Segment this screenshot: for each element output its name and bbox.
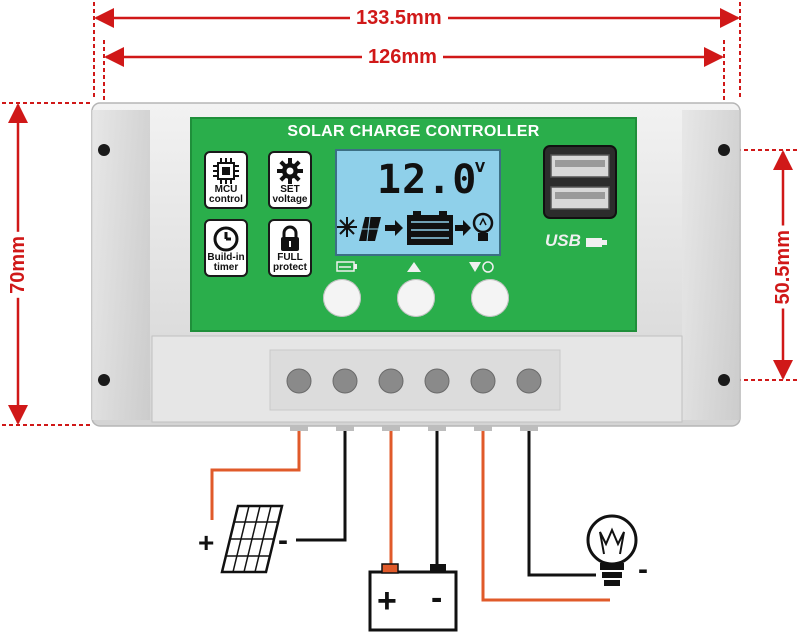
pv-minus-sign: - (278, 524, 288, 557)
battery-mode-icon (336, 261, 357, 272)
lcd-screen: 12.0 V (335, 149, 501, 256)
feature-label: Build-in (207, 252, 245, 263)
feature-label: SET (280, 184, 300, 195)
menu-button[interactable] (323, 279, 361, 317)
up-triangle-icon (407, 262, 421, 272)
feature-build-in-timer: Build-in timer (204, 219, 248, 277)
arrow-icon (385, 220, 403, 236)
feature-full-protect: FULL protect (268, 219, 312, 277)
clock-icon (213, 226, 239, 252)
load-positive-wire (481, 431, 610, 602)
battery-icon (368, 563, 458, 632)
terminal-screws (286, 368, 542, 394)
panel-title: SOLAR CHARGE CONTROLLER (287, 123, 540, 140)
usb-ports (543, 145, 617, 219)
chip-icon (213, 158, 239, 184)
feature-label: control (209, 194, 243, 205)
sun-icon (337, 217, 357, 237)
feature-mcu-control: MCU control (204, 151, 248, 209)
terminal-load-plus (470, 368, 496, 394)
feature-label: MCU (214, 184, 238, 195)
gear-icon (277, 158, 303, 184)
feature-label: protect (273, 262, 307, 273)
arrow-icon (455, 220, 471, 236)
battery-plus-sign: + (377, 582, 397, 620)
bulb-icon (472, 212, 494, 241)
lock-icon (281, 225, 299, 251)
feature-set-voltage: SET voltage (268, 151, 312, 209)
load-negative-wire (527, 431, 596, 577)
feature-label: FULL (277, 252, 303, 263)
feature-label: voltage (272, 194, 308, 205)
charge-flow-icons (337, 211, 494, 245)
battery-minus-sign: - (431, 579, 443, 617)
pv-plus-sign: + (198, 527, 215, 558)
pv-negative-wire (296, 431, 347, 542)
battery-icon (407, 211, 453, 245)
load-minus-sign: - (638, 553, 648, 586)
voltage-unit: V (475, 161, 486, 176)
outer-width-label: 133.5mm (350, 7, 448, 29)
solar-panel-icon (220, 504, 284, 574)
mounting-hole-top-right (718, 144, 730, 156)
feature-label: timer (213, 262, 239, 273)
light-bulb-icon (586, 514, 638, 586)
front-panel: SOLAR CHARGE CONTROLLER MCU control (190, 117, 637, 332)
mounting-hole-top-left (98, 144, 110, 156)
down-load-icon (469, 261, 494, 273)
terminal-battery-minus (424, 368, 450, 394)
down-button[interactable] (471, 279, 509, 317)
solar-panel-icon (359, 216, 381, 242)
terminal-load-minus (516, 368, 542, 394)
hole-width-label: 126mm (362, 46, 443, 68)
usb-label-text: USB (545, 231, 581, 250)
terminal-battery-plus (378, 368, 404, 394)
mounting-hole-bottom-right (718, 374, 730, 386)
voltage-readout: 12.0 (377, 157, 478, 203)
usb-plug-icon (585, 237, 607, 247)
terminal-pv-minus (332, 368, 358, 394)
terminal-pv-plus (286, 368, 312, 394)
mounting-hole-bottom-left (98, 374, 110, 386)
up-button[interactable] (397, 279, 435, 317)
usb-label: USB (545, 231, 608, 251)
pv-positive-wire (210, 431, 301, 520)
